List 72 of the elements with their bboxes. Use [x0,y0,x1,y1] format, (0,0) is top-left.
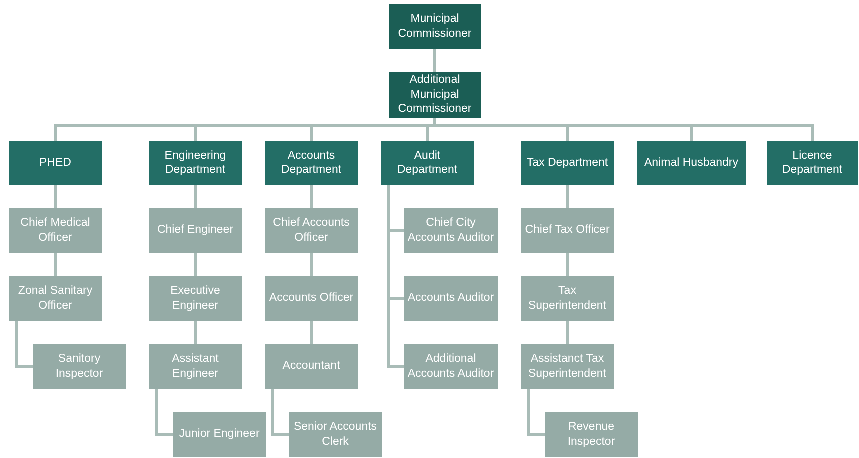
position-title: Accounts Department [280,148,343,178]
department-box [265,141,358,185]
position-title: Chief Engineer [157,223,234,238]
position-box [521,208,614,253]
position-title: Animal Husbandry [644,156,738,170]
position-title: Tax Superintendent [527,284,608,313]
position-title: Accountant [282,359,340,374]
position-box [404,208,498,253]
position-title: Sanitory Inspector [54,352,104,381]
leader-box [389,4,481,49]
connector-line [528,389,545,436]
department-box [381,141,474,185]
connector-line [194,185,197,208]
position-title: Accounts Officer [269,291,354,306]
position-title: Chief City Accounts Auditor [406,216,496,245]
position-title: Licence Department [781,148,844,178]
connector-line [566,321,569,344]
position-title: Assistant Engineer [171,352,220,381]
connector-line [16,321,33,368]
position-box [545,412,638,457]
department-box [767,141,858,185]
position-title: Revenue Inspector [566,420,616,449]
position-box [404,276,498,321]
position-box [404,344,498,389]
connector-line [54,185,57,208]
connector-line [194,321,197,344]
connector-line [310,253,313,276]
position-box [265,276,358,321]
connector-line [310,185,313,208]
position-title: Municipal Commissioner [397,12,473,41]
position-title: Chief Medical Officer [20,216,92,245]
connector-line [194,253,197,276]
connector-line [310,321,313,344]
position-box [521,344,614,389]
position-title: Executive Engineer [170,284,222,313]
position-box [149,208,242,253]
position-title: Engineering Department [164,148,228,178]
position-box [9,276,102,321]
connector-line [272,389,289,436]
connector-line [566,253,569,276]
position-box [265,208,358,253]
leader-box [389,72,481,118]
position-title: Zonal Sanitary Officer [17,284,94,313]
position-title: Additional Municipal Commissioner [397,73,473,117]
department-box [149,141,242,185]
position-title: Accounts Auditor [408,291,494,306]
position-title: Senior Accounts Clerk [292,420,378,449]
connector-line [54,253,57,276]
position-title: Assistanct Tax Superintendent [527,352,608,381]
position-title: Junior Engineer [179,427,260,442]
position-title: PHED [40,156,72,170]
position-box [9,208,102,253]
department-box [521,141,614,185]
position-box [173,412,266,457]
department-box [9,141,102,185]
position-title: Audit Department [396,148,459,178]
connector-line [434,49,436,72]
position-title: Chief Tax Officer [525,223,610,238]
position-box [149,276,242,321]
connector-line [156,389,173,436]
position-title: Chief Accounts Officer [272,216,351,245]
position-box [289,412,382,457]
position-box [149,344,242,389]
position-box [521,276,614,321]
position-box [265,344,358,389]
connector-line [388,185,404,368]
position-title: Additional Accounts Auditor [406,352,496,381]
position-box [33,344,126,389]
position-title: Tax Department [526,156,608,170]
connector-line [434,118,814,141]
department-box [637,141,746,185]
connector-line [566,185,569,208]
